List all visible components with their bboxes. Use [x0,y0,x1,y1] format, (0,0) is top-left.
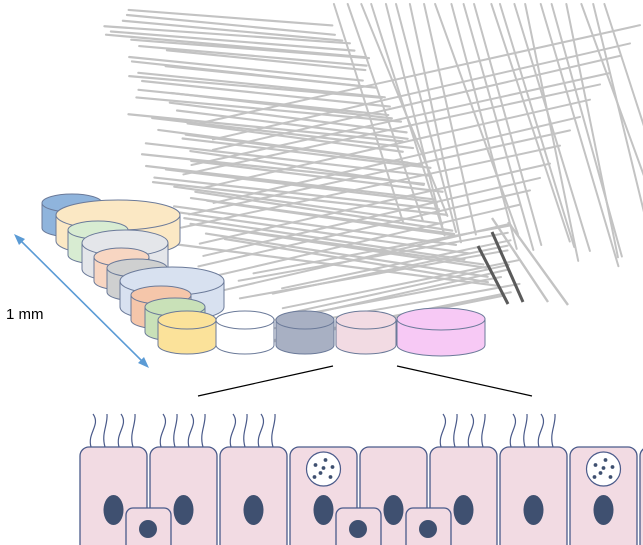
cilium [188,414,193,447]
disk-top [336,311,396,329]
bristle [166,66,376,87]
epithelial-cell [220,414,287,545]
bristle [129,57,363,81]
vesicle-icon [587,452,621,486]
cilia [90,414,135,447]
vesicle-granule [611,465,615,469]
bristle [167,50,365,70]
disk-top [276,311,334,329]
nucleus-icon [384,495,404,525]
nucleus-icon [174,495,194,525]
cilium [258,414,263,447]
vesicle-granule [329,475,333,479]
scale-label: 1 mm [6,306,44,323]
cilium [244,414,247,447]
cilium [440,414,445,447]
cilium [524,414,527,447]
cilium [160,414,165,447]
nucleus-icon [524,495,544,525]
tissue-disk [276,311,334,354]
nucleus-icon [139,520,157,538]
cilium [132,414,135,447]
cilium [230,414,235,447]
tissue-disk [158,311,216,354]
nucleus-icon [349,520,367,538]
zoom-leader-lines [198,366,532,396]
vesicle-granule [324,458,328,462]
basal-cell [126,508,171,545]
cilium [510,414,515,447]
nucleus-icon [419,520,437,538]
cilium [90,414,95,447]
disk-top [216,311,274,329]
vesicle-granule [593,475,597,479]
cilium [482,414,485,447]
basal-cell [406,508,451,545]
bristle [200,25,640,123]
vesicle-granule [602,466,606,470]
cilia [440,414,485,447]
cilium [202,414,205,447]
vesicle-icon [307,452,341,486]
cilia [160,414,205,447]
leader-line-right [397,366,532,396]
vesicle-granule [609,475,613,479]
tissue-disk [397,308,485,356]
cilium [174,414,177,447]
vesicle-granule [319,471,323,475]
tissue-disk [336,311,396,354]
cilium [468,414,473,447]
nucleus-icon [104,495,124,525]
basal-cell [336,508,381,545]
epithelial-cell [500,414,567,545]
vesicle-granule [313,475,317,479]
vesicle-granule [604,458,608,462]
vesicle-granule [599,471,603,475]
tissue-disk [216,311,274,354]
cilium [538,414,543,447]
nucleus-icon [314,495,334,525]
nucleus-icon [244,495,264,525]
vesicle-granule [322,466,326,470]
cilia [230,414,275,447]
vesicle-granule [314,463,318,467]
disk-top [397,308,485,330]
cilium [104,414,107,447]
cilium [272,414,275,447]
nucleus-icon [594,495,614,525]
vesicle-granule [594,463,598,467]
bristle [500,4,574,247]
cilium [118,414,123,447]
cilium [454,414,457,447]
nucleus-icon [454,495,474,525]
leader-line-left [198,366,333,396]
cilia [510,414,555,447]
disk-top [158,311,216,329]
epithelium-cells [80,414,643,545]
cilium [552,414,555,447]
bristle [200,164,550,244]
vesicle-granule [331,465,335,469]
epithelial-cell [570,447,637,545]
bristle [566,4,618,257]
